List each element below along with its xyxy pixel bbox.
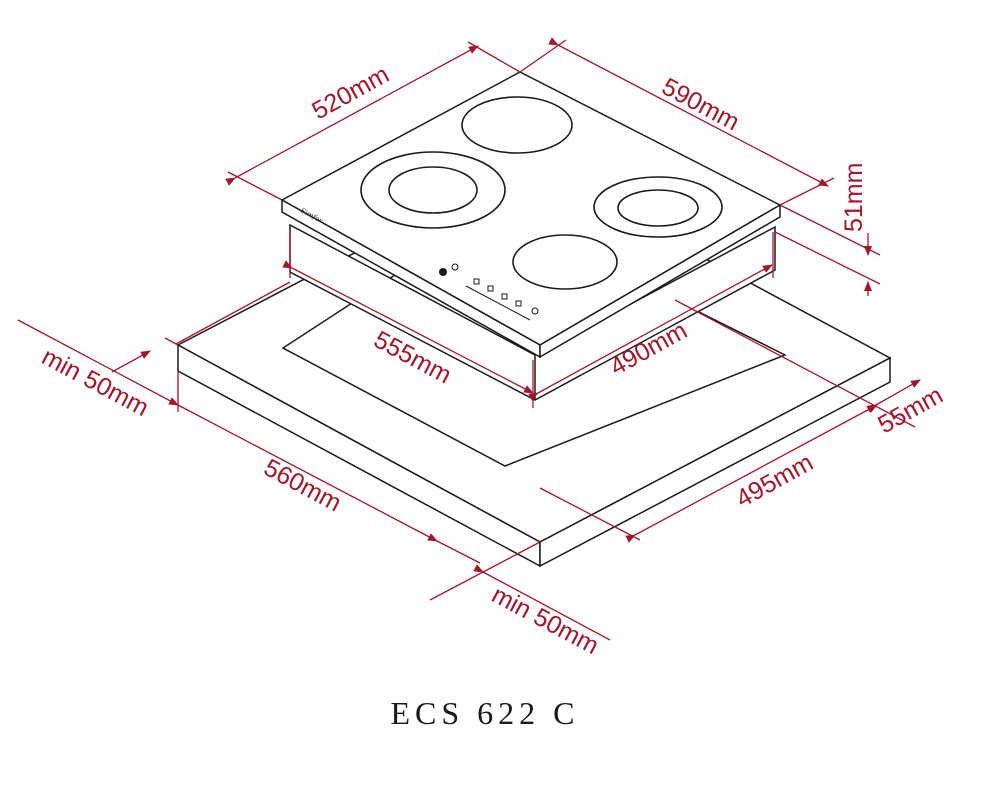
label-hob-depth: 590mm [657, 73, 744, 137]
power-icon [439, 268, 447, 276]
zone-right-inner [617, 189, 699, 227]
label-back-clearance: 55mm [873, 381, 947, 439]
label-hob-height: 51mm [840, 163, 868, 232]
label-worktop-width: 560mm [259, 454, 346, 518]
dimension-lines [17, 37, 921, 641]
model-label: ECS 622 C [390, 695, 580, 731]
label-min-front: min 50mm [487, 581, 603, 661]
